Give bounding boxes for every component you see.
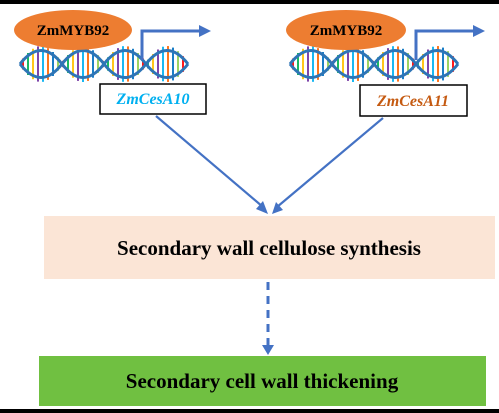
left-dna-helix [18,46,190,82]
right-gene-label: ZmCesA11 [376,93,449,110]
left-gene-label: ZmCesA10 [116,91,190,108]
left-zmmyb92-factor: ZmMYB92 [14,10,132,50]
synthesis-box-label: Secondary wall cellulose synthesis [117,236,421,260]
thickening-box: Secondary cell wall thickening [39,356,486,406]
left-factor-ellipse [14,10,132,50]
right-factor-ellipse [286,10,406,50]
left-transcription-start-arrow [140,25,211,60]
right-transcription-start-arrow [414,25,485,60]
diagram-svg: ZmMYB92 ZmMYB92 ZmCesA10 ZmCesA11 Second… [14,10,495,406]
left-converging-arrow [155,115,268,214]
right-converging-arrow [272,117,384,214]
left-gene-box: ZmCesA10 [99,83,207,115]
dashed-arrow [262,282,274,355]
right-dna-helix [288,46,460,82]
right-factor-label: ZmMYB92 [310,23,383,39]
left-factor-label: ZmMYB92 [37,23,110,39]
thickening-box-label: Secondary cell wall thickening [126,369,399,393]
synthesis-box: Secondary wall cellulose synthesis [44,216,495,279]
right-zmmyb92-factor: ZmMYB92 [286,10,406,50]
right-gene-box: ZmCesA11 [359,84,468,117]
